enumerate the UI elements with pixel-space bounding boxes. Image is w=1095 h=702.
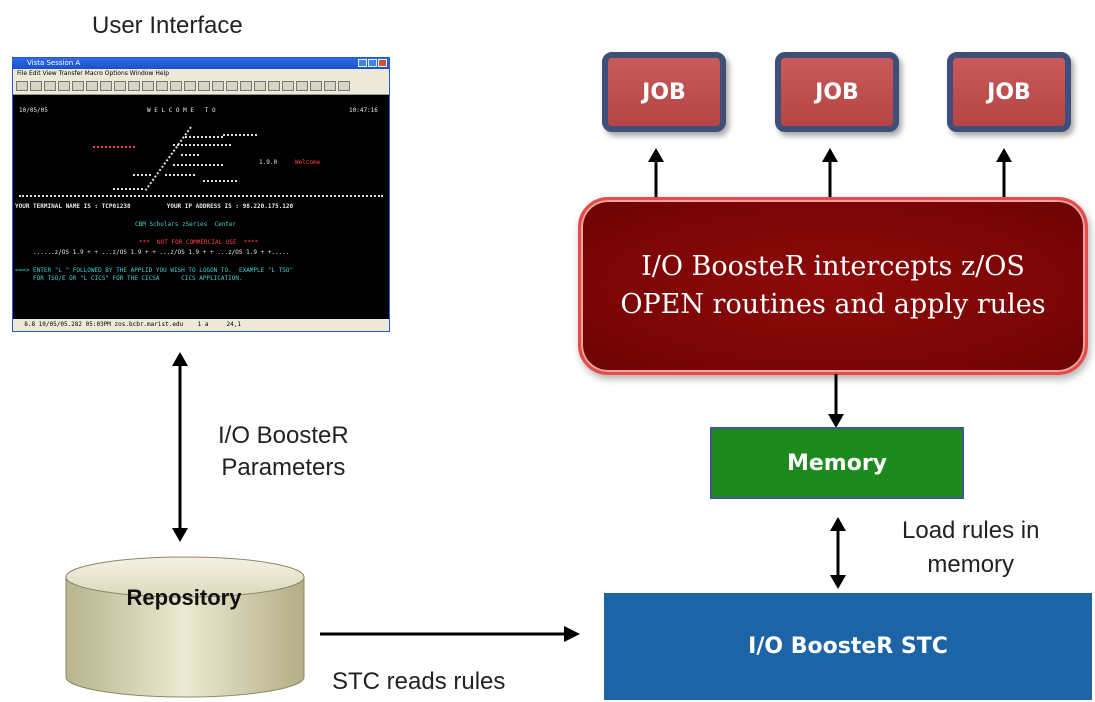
job-arrow-1 <box>648 148 664 198</box>
screenshot-toolbar <box>13 78 389 95</box>
memory-stc-double-arrow <box>830 517 846 589</box>
terminal-screenshot: Vista Session A File Edit View Transfer … <box>12 57 390 332</box>
repository-to-stc-arrow <box>320 626 580 642</box>
ascii-divider <box>19 195 383 199</box>
stc-box: I/O BoosteR STC <box>604 593 1092 700</box>
maximize-icon <box>368 59 377 67</box>
user-interface-caption: User Interface <box>92 12 243 39</box>
terminal-product: CBM Scholars zSeries Center <box>135 221 237 228</box>
terminal-instructions-1: ===> ENTER "L " FOLLOWED BY THE APPLID Y… <box>15 267 294 274</box>
terminal-instructions-2: FOR TSO/E OR "L CICS" FOR THE CICSA CICS… <box>15 275 243 282</box>
screenshot-title: Vista Session A <box>27 59 81 67</box>
terminal-welcome-word: Welcome <box>295 159 321 166</box>
terminal-screen: 10/05/05 W E L C O M E T O 10:47:16 1.9.… <box>13 95 389 309</box>
terminal-name-line: YOUR TERMINAL NAME IS : TCP01238 YOUR IP… <box>15 203 294 210</box>
screenshot-statusbar: 8.8 10/05/05.282 05:03PM zos.bcbr.marist… <box>13 319 389 331</box>
memory-box: Memory <box>710 427 964 499</box>
load-rules-label: Load rules in memory <box>902 517 1040 578</box>
terminal-date: 10/05/05 <box>19 107 48 114</box>
parameters-label: I/O BoosteR Parameters <box>218 422 349 481</box>
terminal-not-commercial: *** NOT FOR COMMERCIAL USE **** <box>139 239 259 246</box>
screenshot-menubar: File Edit View Transfer Macro Options Wi… <box>13 69 389 78</box>
ascii-art-logo <box>93 126 258 192</box>
terminal-time: 10:47:16 <box>349 107 378 114</box>
intercept-line-1: I/O BoosteR intercepts z/OS <box>641 251 1025 282</box>
terminal-os-line: ......z/OS 1.9 + + ...z/OS 1.9 + + ...z/… <box>33 249 290 256</box>
repository-cylinder <box>65 556 305 698</box>
minimize-icon <box>358 59 367 67</box>
job-arrow-3 <box>996 148 1012 198</box>
terminal-version: 1.9.0 <box>259 159 278 166</box>
intercept-to-memory-arrow <box>828 374 844 428</box>
job-arrow-2 <box>822 148 838 198</box>
job-box-3: JOB <box>947 52 1071 132</box>
screenshot-titlebar: Vista Session A <box>13 58 389 69</box>
repository-label: Repository <box>126 585 242 610</box>
intercept-line-2: OPEN routines and apply rules <box>620 289 1046 320</box>
job-box-1: JOB <box>602 52 726 132</box>
stc-reads-rules-label: STC reads rules <box>332 668 506 695</box>
terminal-welcome: W E L C O M E T O <box>147 107 216 114</box>
job-box-2: JOB <box>775 52 899 132</box>
parameters-double-arrow <box>172 352 188 542</box>
close-icon <box>378 59 387 67</box>
intercept-box: I/O BoosteR intercepts z/OS OPEN routine… <box>578 197 1088 375</box>
